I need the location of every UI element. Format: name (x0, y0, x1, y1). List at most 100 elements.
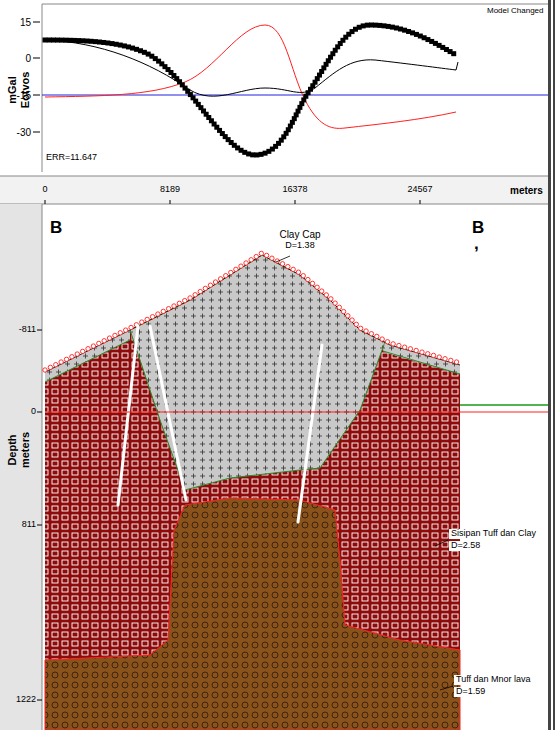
axis-band (0, 204, 42, 730)
station-marker (239, 264, 243, 268)
clay-cap-strip (383, 342, 460, 374)
body-name: Clay Cap (279, 229, 320, 240)
tick-label: 1222 (16, 695, 36, 705)
station-marker (203, 286, 207, 290)
datum-line (45, 412, 548, 413)
station-marker (454, 360, 458, 364)
station-marker (449, 358, 453, 362)
station-marker (229, 270, 233, 274)
observed-point (451, 51, 456, 56)
body-name: Sisipan Tuff dan Clay (449, 529, 538, 539)
tick-label: 0 (31, 407, 36, 417)
density-value: D=2.58 (449, 541, 482, 551)
panel-border (548, 0, 551, 730)
tick-label: -30 (17, 127, 31, 138)
leader-lines (276, 256, 453, 690)
station-marker (107, 336, 111, 340)
profile-panel (0, 0, 558, 176)
observed-curve (45, 25, 456, 155)
tick-label: -811 (19, 325, 36, 335)
station-marker (208, 283, 212, 287)
fault-lines (118, 326, 322, 522)
station-marker (43, 368, 47, 372)
station-marker (177, 301, 181, 305)
station-marker (324, 293, 328, 297)
axis-line (0, 176, 548, 177)
status-note: Model Changed (487, 7, 543, 16)
station-marker (264, 253, 268, 257)
station-marker (364, 329, 368, 333)
tick-label: 24567 (407, 185, 432, 195)
axis-line (42, 4, 43, 172)
station-marker (172, 304, 176, 308)
station-marker (301, 274, 305, 278)
axis-band (0, 176, 548, 204)
density-value: D=1.59 (454, 687, 487, 697)
tick-marks (37, 330, 42, 700)
station-marker (385, 340, 389, 344)
station-marker (391, 342, 395, 346)
station-marker (358, 326, 362, 330)
axis-line (0, 204, 548, 205)
station-marker (118, 331, 122, 335)
tick-label: 811 (22, 520, 36, 530)
station-marker (329, 297, 333, 301)
station-marker (315, 285, 319, 289)
station-marker (291, 267, 295, 271)
station-marker (198, 289, 202, 293)
station-marker (54, 362, 58, 366)
station-marker (397, 343, 401, 347)
error-curve (45, 40, 458, 96)
station-marker (140, 320, 144, 324)
station-marker (380, 337, 384, 341)
panel-border (553, 0, 555, 730)
clay-cap-strip (45, 330, 130, 382)
tick-label: 15 (20, 17, 31, 28)
station-marker (80, 349, 84, 353)
station-marker (369, 332, 373, 336)
station-marker (414, 348, 418, 352)
station-marker (75, 352, 79, 356)
error-value: ERR=11.647 (46, 153, 97, 163)
axis-title: meters (19, 432, 31, 468)
station-marker (346, 314, 350, 318)
station-marker (102, 339, 106, 343)
panel-border (42, 4, 548, 5)
station-marker (333, 301, 337, 305)
body-name: Tuff dan Mnor lava (454, 675, 533, 685)
station-marker (354, 322, 358, 326)
profile-end: , (474, 235, 479, 254)
axis-line (42, 204, 43, 730)
tick-label: 0 (42, 185, 47, 195)
calculated-curve (45, 25, 456, 128)
topography-line (45, 255, 460, 372)
station-marker (213, 280, 217, 284)
layer-boundary (45, 340, 460, 382)
station-marker (48, 365, 52, 369)
station-marker (244, 261, 248, 265)
tick-label: 8189 (160, 185, 180, 195)
station-marker (86, 347, 90, 351)
tick-label: 16378 (282, 185, 307, 195)
tick-marks (45, 200, 420, 204)
tuff-clay-layer (45, 255, 460, 730)
station-marker (337, 305, 341, 309)
station-marker (296, 270, 300, 274)
station-marker (59, 360, 63, 364)
axis-title: meters (510, 185, 543, 196)
level-line (460, 404, 548, 406)
station-marker (156, 312, 160, 316)
tuff-lava-layer (45, 498, 460, 730)
station-marker (97, 341, 101, 345)
station-marker (437, 355, 441, 359)
station-marker (150, 315, 154, 319)
station-marker (234, 267, 238, 271)
station-marker (183, 298, 187, 302)
tick-marks (33, 22, 40, 132)
station-marker (166, 306, 170, 310)
station-marker (341, 309, 345, 313)
axis-title: Depth (6, 434, 18, 465)
station-marker (431, 353, 435, 357)
